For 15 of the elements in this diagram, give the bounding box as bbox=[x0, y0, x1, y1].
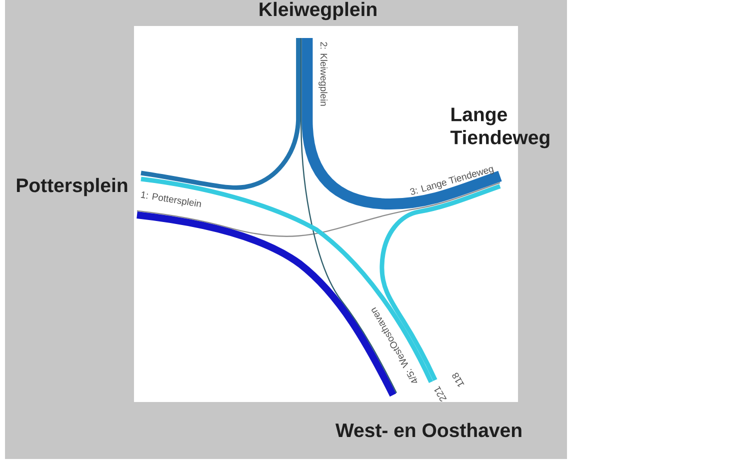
flow-line bbox=[302, 38, 502, 210]
arm-label: 1: Pottersplein bbox=[140, 192, 201, 208]
place-name: Kleiwegplein bbox=[260, 2, 376, 20]
count-label: 221 bbox=[434, 386, 447, 402]
flow-line bbox=[140, 176, 434, 383]
place-name: Pottersplein bbox=[16, 178, 128, 196]
arm-label: 2: Kleiwegplein bbox=[318, 42, 328, 106]
count-label: 118 bbox=[452, 372, 464, 387]
flow-line bbox=[140, 38, 301, 190]
flow-line bbox=[136, 182, 500, 237]
place-name: West- en Oosthaven bbox=[335, 422, 522, 438]
place-name: Lange Tiendeweg bbox=[450, 108, 550, 148]
flow-line bbox=[380, 184, 501, 382]
flow-line bbox=[300, 38, 397, 394]
flow-line bbox=[136, 212, 396, 397]
